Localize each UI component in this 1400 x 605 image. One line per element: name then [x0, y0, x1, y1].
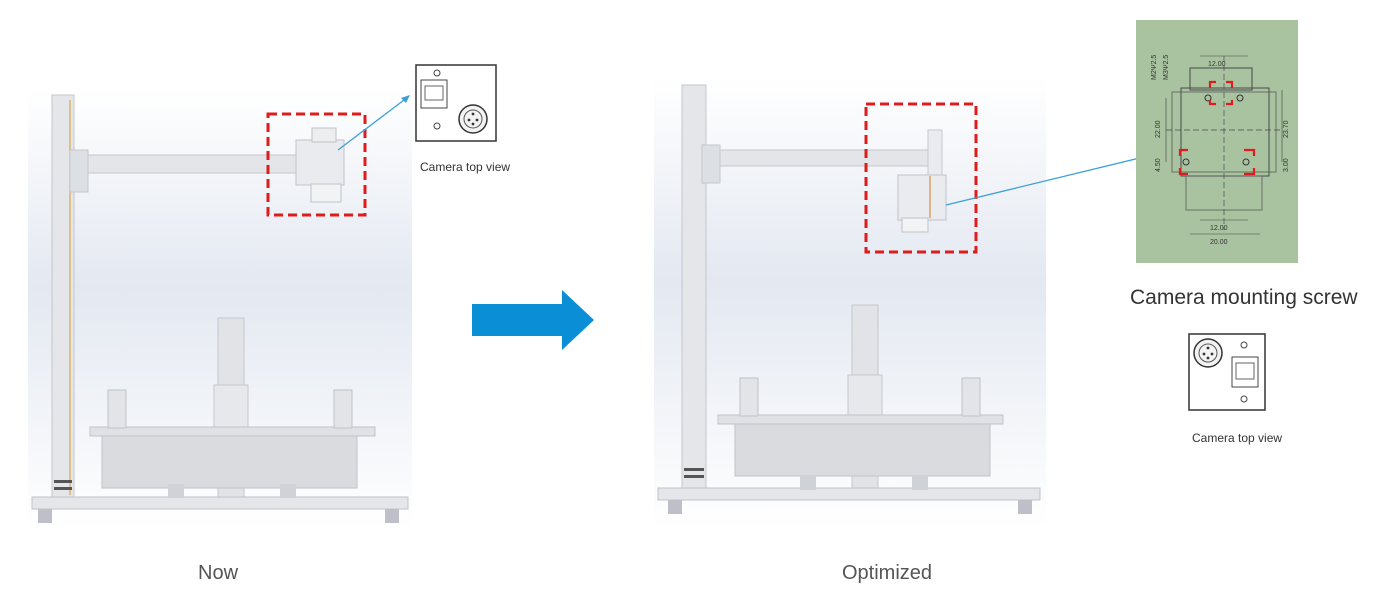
inset-caption-now: Camera top view: [420, 160, 511, 174]
optimized-scene: M2Ψ2.5 M3Ψ2.5 12.00 22.00 23.70 4.50 3.0…: [640, 0, 1400, 600]
arrow-right-icon: [472, 290, 594, 350]
drawing-title: Camera mounting screw: [1130, 286, 1358, 309]
label-dim-top: 12.00: [1208, 61, 1226, 68]
inset-caption-optimized: Camera top view: [1192, 431, 1283, 445]
caption-optimized: Optimized: [842, 562, 933, 584]
label-dim-left-small: 4.50: [1155, 158, 1162, 172]
label-screw-a: M2Ψ2.5: [1151, 55, 1158, 80]
camera-top-view-icon: [1188, 333, 1266, 411]
mounting-screw-drawing: M2Ψ2.5 M3Ψ2.5 12.00 22.00 23.70 4.50 3.0…: [1136, 20, 1298, 263]
label-dim-right-small: 3.00: [1283, 158, 1290, 172]
label-dim-left: 22.00: [1155, 120, 1162, 138]
now-scene: Camera top view Now: [0, 0, 640, 600]
caption-now: Now: [198, 562, 239, 584]
camera-top-view-icon: [415, 64, 497, 142]
label-dim-bottom-a: 12.00: [1210, 225, 1228, 232]
now-fixture-render: [28, 90, 412, 530]
label-screw-b: M3Ψ2.5: [1163, 55, 1170, 80]
label-dim-bottom-b: 20.00: [1210, 239, 1228, 246]
label-dim-right: 23.70: [1283, 120, 1290, 138]
optimized-fixture-render: [654, 78, 1046, 528]
